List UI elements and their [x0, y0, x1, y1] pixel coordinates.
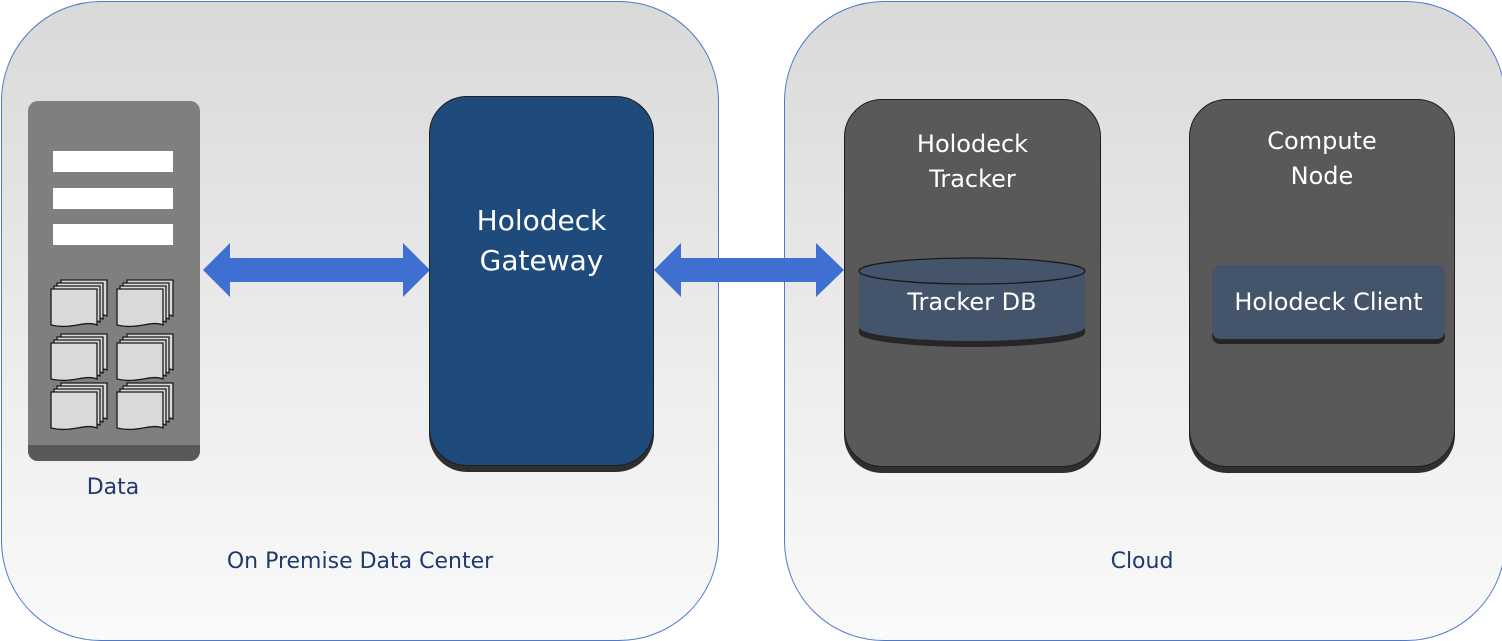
- data-label: Data: [86, 475, 140, 500]
- server-slot: [53, 224, 173, 245]
- data-server-icon: [28, 101, 200, 461]
- holodeck-gateway-node: Holodeck Gateway: [429, 96, 654, 466]
- server-slot: [53, 188, 173, 209]
- holodeck-client-box: Holodeck Client: [1212, 265, 1445, 339]
- gateway-title-line1: Holodeck: [476, 204, 607, 237]
- document-stacks-icon: [50, 279, 174, 431]
- gateway-title-line2: Gateway: [479, 244, 604, 277]
- tracker-db-label: Tracker DB: [907, 288, 1037, 316]
- cloud-region-label: Cloud: [1110, 549, 1174, 574]
- tracker-db-icon: [858, 257, 1086, 347]
- compute-title-line1: Compute: [1267, 127, 1377, 155]
- server-base: [28, 445, 200, 461]
- server-slot: [53, 151, 173, 172]
- on-premise-region-label: On Premise Data Center: [226, 549, 494, 574]
- tracker-title-line1: Holodeck: [916, 130, 1029, 158]
- tracker-title-line2: Tracker: [929, 165, 1016, 193]
- compute-title-line2: Node: [1290, 162, 1354, 190]
